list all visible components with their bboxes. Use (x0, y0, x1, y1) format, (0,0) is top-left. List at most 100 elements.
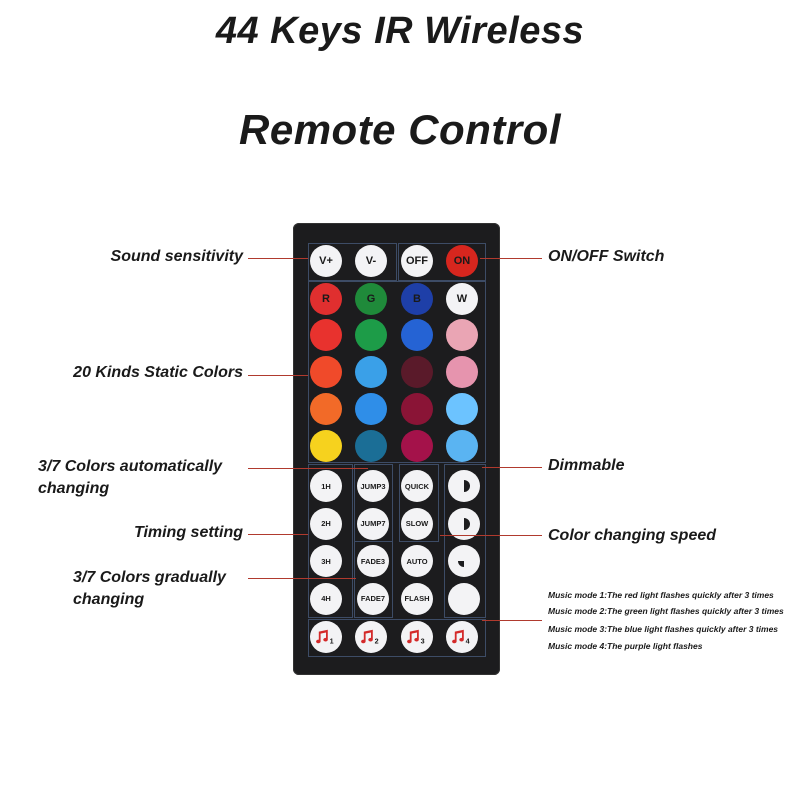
moon-full-icon (464, 480, 470, 492)
speed-button-flash-label: FLASH (404, 594, 430, 603)
speed-button-slow[interactable]: SLOW (401, 507, 433, 540)
timer-button-2h[interactable]: 2H (310, 507, 342, 540)
static-color-button[interactable] (355, 430, 387, 462)
color-button-b[interactable]: B (401, 283, 433, 315)
button-vminus-label: V- (365, 255, 377, 267)
music-note-icon: 2 (361, 629, 379, 645)
button-vplus[interactable]: V+ (310, 245, 342, 277)
music-button-3[interactable]: 3 (401, 621, 433, 653)
static-color-button[interactable] (401, 319, 433, 351)
music-button-1[interactable]: 1 (310, 621, 342, 653)
power-panel (398, 243, 486, 281)
leader-onoff (480, 258, 542, 259)
dimmer-button[interactable] (448, 507, 480, 540)
static-color-button[interactable] (401, 356, 433, 388)
music-button-number: 3 (421, 636, 425, 645)
static-color-button[interactable] (401, 393, 433, 425)
button-vminus[interactable]: V- (355, 245, 387, 277)
color-button-b-label: B (413, 293, 421, 305)
music-note-icon: 3 (407, 629, 425, 645)
mode-button-fade3[interactable]: FADE3 (357, 545, 389, 577)
leader-gradual (248, 578, 356, 579)
button-on[interactable]: ON (446, 245, 478, 277)
annotation-auto-change-2: changing (38, 480, 110, 497)
moon-empty-icon (456, 591, 472, 607)
speed-button-auto[interactable]: AUTO (401, 545, 433, 577)
static-color-button[interactable] (446, 430, 478, 462)
color-button-g[interactable]: G (355, 283, 387, 315)
static-color-button[interactable] (310, 319, 342, 351)
static-color-button[interactable] (446, 356, 478, 388)
static-color-button[interactable] (446, 319, 478, 351)
music-button-number: 1 (330, 636, 334, 645)
music-note-icon: 1 (316, 629, 334, 645)
timer-button-2h-label: 2H (321, 519, 331, 528)
music-note-1: Music mode 1:The red light flashes quick… (548, 590, 774, 600)
button-off-label: OFF (406, 255, 428, 267)
timer-button-1h-label: 1H (321, 481, 331, 491)
music-note-3: Music mode 3:The blue light flashes quic… (548, 624, 779, 634)
timer-button-3h[interactable]: 3H (310, 545, 342, 577)
timer-button-4h[interactable]: 4H (310, 582, 342, 615)
music-button-4[interactable]: 4 (446, 621, 478, 653)
dimmer-panel (444, 464, 486, 618)
annotation-sound-sensitivity: Sound sensitivity (110, 248, 243, 265)
music-note-2: Music mode 2:The green light flashes qui… (548, 606, 784, 616)
moon-half-icon (458, 561, 464, 567)
mode-button-jump3-label: JUMP3 (360, 481, 386, 491)
annotation-static-colors: 20 Kinds Static Colors (73, 364, 243, 381)
annotation-gradual-2: changing (73, 591, 145, 608)
annotation-auto-change-1: 3/7 Colors automatically (38, 458, 223, 475)
mode-button-jump7[interactable]: JUMP7 (357, 507, 389, 540)
music-panel (308, 619, 486, 657)
leader-sound (248, 258, 308, 259)
dimmer-button[interactable] (448, 545, 480, 577)
annotation-speed: Color changing speed (548, 527, 717, 544)
fade-panel (354, 541, 393, 618)
static-color-button[interactable] (355, 393, 387, 425)
color-button-r-label: R (322, 293, 330, 305)
leader-auto-change (248, 468, 368, 469)
button-off[interactable]: OFF (401, 245, 433, 277)
mode-button-fade7-label: FADE7 (360, 594, 386, 603)
music-note-4: Music mode 4:The purple light flashes (548, 641, 703, 651)
speed-button-auto-label: AUTO (406, 556, 428, 566)
title-line-1: 44 Keys IR Wireless (215, 10, 585, 52)
dimmer-button[interactable] (448, 582, 480, 615)
annotation-gradual-1: 3/7 Colors gradually (73, 569, 226, 586)
mode-button-fade7[interactable]: FADE7 (357, 582, 389, 615)
leader-speed (440, 535, 542, 536)
static-color-button[interactable] (310, 356, 342, 388)
annotation-dimmable: Dimmable (548, 457, 625, 474)
speed-button-flash[interactable]: FLASH (401, 582, 433, 615)
timer-button-3h-label: 3H (321, 556, 331, 566)
music-button-number: 4 (466, 636, 470, 645)
static-color-button[interactable] (355, 319, 387, 351)
music-button-2[interactable]: 2 (355, 621, 387, 653)
leader-static (248, 375, 308, 376)
timer-button-1h[interactable]: 1H (310, 470, 342, 502)
color-panel (308, 281, 486, 463)
color-button-g-label: G (366, 293, 376, 305)
moon-three-quarter-icon (464, 517, 470, 530)
speed-button-quick-label: QUICK (404, 481, 430, 491)
static-color-button[interactable] (355, 356, 387, 388)
leader-dimmable (482, 467, 542, 468)
annotation-timing: Timing setting (133, 524, 243, 541)
mode-button-jump3[interactable]: JUMP3 (357, 470, 389, 502)
static-color-button[interactable] (310, 430, 342, 462)
mode-button-fade3-label: FADE3 (360, 556, 386, 566)
title-line-2: Remote Control (239, 106, 561, 153)
timer-button-4h-label: 4H (321, 594, 331, 603)
button-on-label: ON (453, 255, 471, 267)
color-button-w[interactable]: W (446, 283, 478, 315)
static-color-button[interactable] (401, 430, 433, 462)
timer-panel (308, 464, 353, 618)
static-color-button[interactable] (310, 393, 342, 425)
speed-button-quick[interactable]: QUICK (401, 470, 433, 502)
music-note-icon: 4 (452, 629, 470, 645)
static-color-button[interactable] (446, 393, 478, 425)
annotation-onoff: ON/OFF Switch (548, 248, 665, 265)
dimmer-button[interactable] (448, 470, 480, 502)
color-button-r[interactable]: R (310, 283, 342, 315)
